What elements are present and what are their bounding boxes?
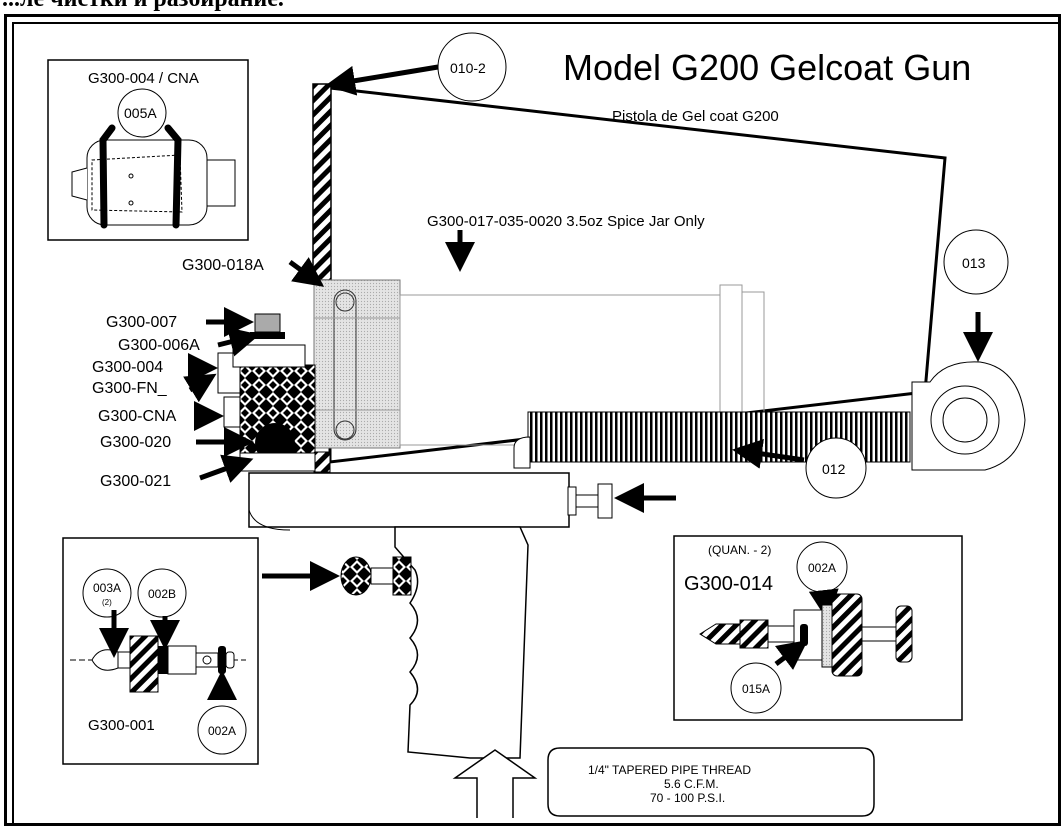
label-g300-018a: G300-018A <box>182 257 264 274</box>
bubble-002a-right-label: 002A <box>808 561 836 575</box>
bubble-003a <box>82 568 132 618</box>
thread-spec-box: 1/4" TAPERED PIPE THREAD 5.6 C.F.M. 70 -… <box>547 747 875 817</box>
bubble-003a-qty: (2) <box>102 598 112 607</box>
jar-part-label: G300-017-035-0020 3.5oz Spice Jar Only <box>427 213 705 230</box>
inset-g300-014: (QUAN. - 2) G300-014 002A 015A <box>673 535 963 721</box>
bubble-010-2-label: 010-2 <box>450 60 486 76</box>
lid-adapter <box>313 279 401 449</box>
label-g300-020: G300-020 <box>100 434 171 451</box>
inset-g300-001: 003A (2) 002B 002A G300-001 <box>62 537 259 765</box>
gasket-strip <box>312 83 332 281</box>
bubble-005a-label: 005A <box>124 105 157 121</box>
diagram-subtitle: Pistola de Gel coat G200 <box>612 108 779 125</box>
inset-g300-001-caption: G300-001 <box>88 717 155 734</box>
inset-g300-014-title: G300-014 <box>684 573 773 595</box>
inset-cna-title: G300-004 / CNA <box>88 70 199 87</box>
label-g300-fn: G300-FN_ <box>92 380 168 397</box>
thread-spec-line3: 70 - 100 P.S.I. <box>650 791 725 805</box>
bubble-002b <box>137 568 187 618</box>
bubble-002a-left <box>197 705 247 755</box>
label-g300-007: G300-007 <box>106 314 177 331</box>
cropped-heading: ...ле чистки и разбирание. <box>2 0 284 13</box>
bubble-002a-left-label: 002A <box>208 724 236 738</box>
air-inlet-arrow <box>452 749 538 818</box>
gun-body <box>248 472 613 759</box>
bubble-005a <box>117 88 167 138</box>
bubble-012-label: 012 <box>822 461 846 477</box>
bubble-012 <box>805 437 867 499</box>
thread-spec-line1: 1/4" TAPERED PIPE THREAD <box>588 763 751 777</box>
thread-spec-line2: 5.6 C.F.M. <box>664 777 719 791</box>
inner-frame <box>12 22 1061 826</box>
fan-assembly <box>911 361 1026 471</box>
bubble-013 <box>943 229 1009 295</box>
bubble-015a <box>730 662 782 714</box>
inset-g300-014-qty: (QUAN. - 2) <box>708 543 771 557</box>
bubble-002b-label: 002B <box>148 587 176 601</box>
bubble-015a-label: 015A <box>742 682 770 696</box>
bubble-013-label: 013 <box>962 255 986 271</box>
spice-jar-outline <box>328 86 947 464</box>
label-g300-021: G300-021 <box>100 473 171 490</box>
inset-cna-detail: G300-004 / CNA 005A <box>47 59 249 241</box>
label-g300-cna: G300-CNA <box>98 408 177 425</box>
label-g300-004: G300-004 <box>92 359 163 376</box>
bubble-003a-label: 003A <box>93 581 121 595</box>
diagram-title: Model G200 Gelcoat Gun <box>563 47 971 88</box>
label-g300-006a: G300-006A <box>118 337 200 354</box>
trigger-knob <box>340 556 372 596</box>
